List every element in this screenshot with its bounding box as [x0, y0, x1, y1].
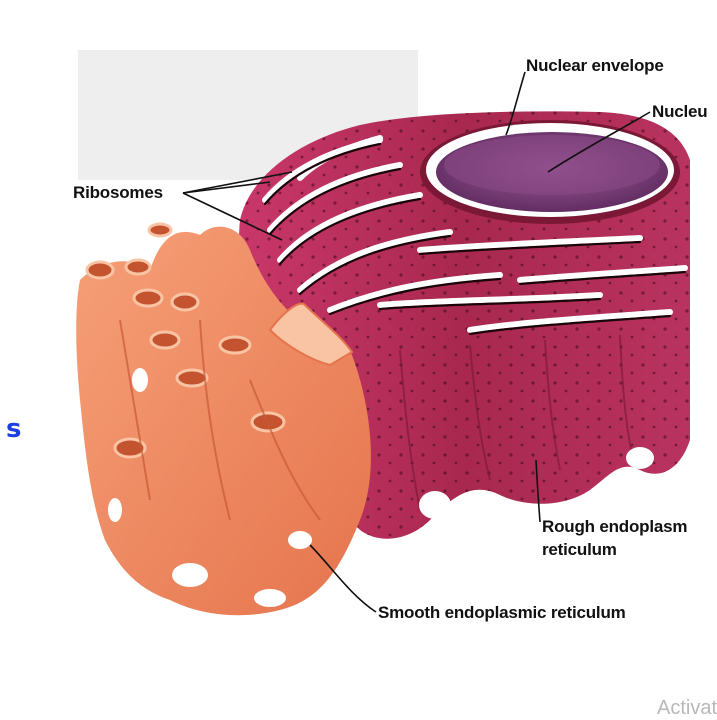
label-nuclear-envelope: Nuclear envelope: [526, 56, 664, 76]
label-nucleus: Nucleu: [652, 102, 707, 122]
stray-text: s: [6, 414, 21, 444]
label-smooth-er: Smooth endoplasmic reticulum: [378, 603, 626, 623]
nucleus: [420, 120, 680, 224]
label-ribosomes: Ribosomes: [73, 183, 163, 203]
activate-watermark: Activate: [657, 697, 717, 720]
label-rough-er-line1: Rough endoplasm: [542, 517, 687, 537]
label-rough-er-line2: reticulum: [542, 540, 617, 560]
